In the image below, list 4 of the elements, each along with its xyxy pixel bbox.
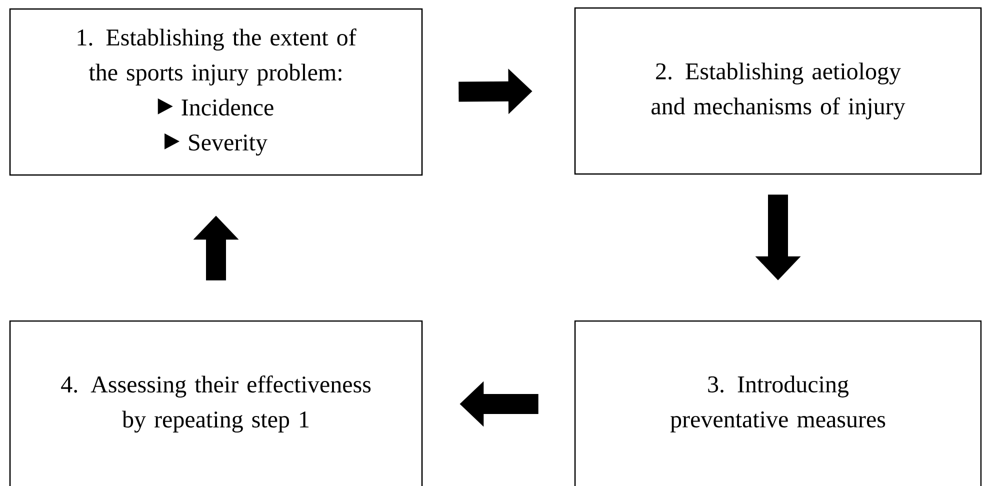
text-box: 3. Introducing preventative measures	[574, 320, 982, 486]
text-box: 4. Assessing their effectiveness by repeating step 1	[9, 320, 423, 486]
text-box: 1. Establishing the extent of the sports injury problem: Incidence Severity	[9, 8, 423, 176]
text-box: 2. Establishing aetiology and mechanisms of injury	[574, 7, 982, 175]
